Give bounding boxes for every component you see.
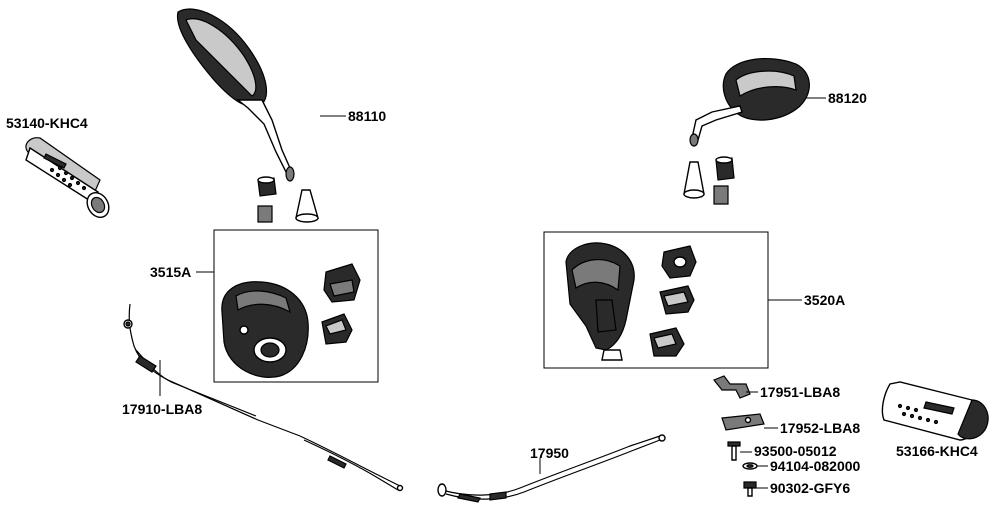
bolt-93500: [727, 441, 741, 461]
label-switch-right: 3520A: [804, 292, 845, 308]
label-bracket-2: 17952-LBA8: [780, 420, 860, 436]
left-switch-box: [213, 229, 379, 383]
label-bolt-1: 93500-05012: [754, 443, 837, 459]
label-switch-left: 3515A: [150, 264, 191, 280]
washer-94104: [742, 462, 758, 470]
label-bolt-2: 90302-GFY6: [770, 480, 850, 496]
right-switch-parts: [649, 245, 697, 357]
bracket-17952: [721, 413, 765, 431]
right-grip: [881, 381, 989, 441]
bracket-17951: [713, 375, 751, 399]
choke-cable: [437, 434, 666, 503]
left-mirror: [176, 8, 295, 182]
label-choke-cable: 17950: [530, 445, 569, 461]
label-mirror-right: 88120: [828, 90, 867, 106]
left-mirror-nuts: [257, 176, 319, 223]
label-throttle-cable: 17910-LBA8: [122, 401, 202, 417]
right-mirror: [689, 57, 810, 147]
bolt-90302: [743, 481, 757, 497]
left-switch-housing: [221, 281, 309, 378]
left-switch-parts: [321, 263, 361, 345]
label-bracket-1: 17951-LBA8: [760, 384, 840, 400]
label-grip-right: 53166-KHC4: [896, 443, 978, 459]
throttle-cable: [123, 303, 404, 492]
label-washer: 94104-082000: [770, 458, 861, 474]
right-mirror-nuts: [683, 156, 735, 205]
leader-lines: [159, 97, 826, 489]
label-grip-left: 53140-KHC4: [6, 115, 88, 131]
left-grip: [25, 137, 110, 219]
right-switch-housing: [565, 242, 635, 361]
label-mirror-left: 88110: [348, 108, 386, 124]
